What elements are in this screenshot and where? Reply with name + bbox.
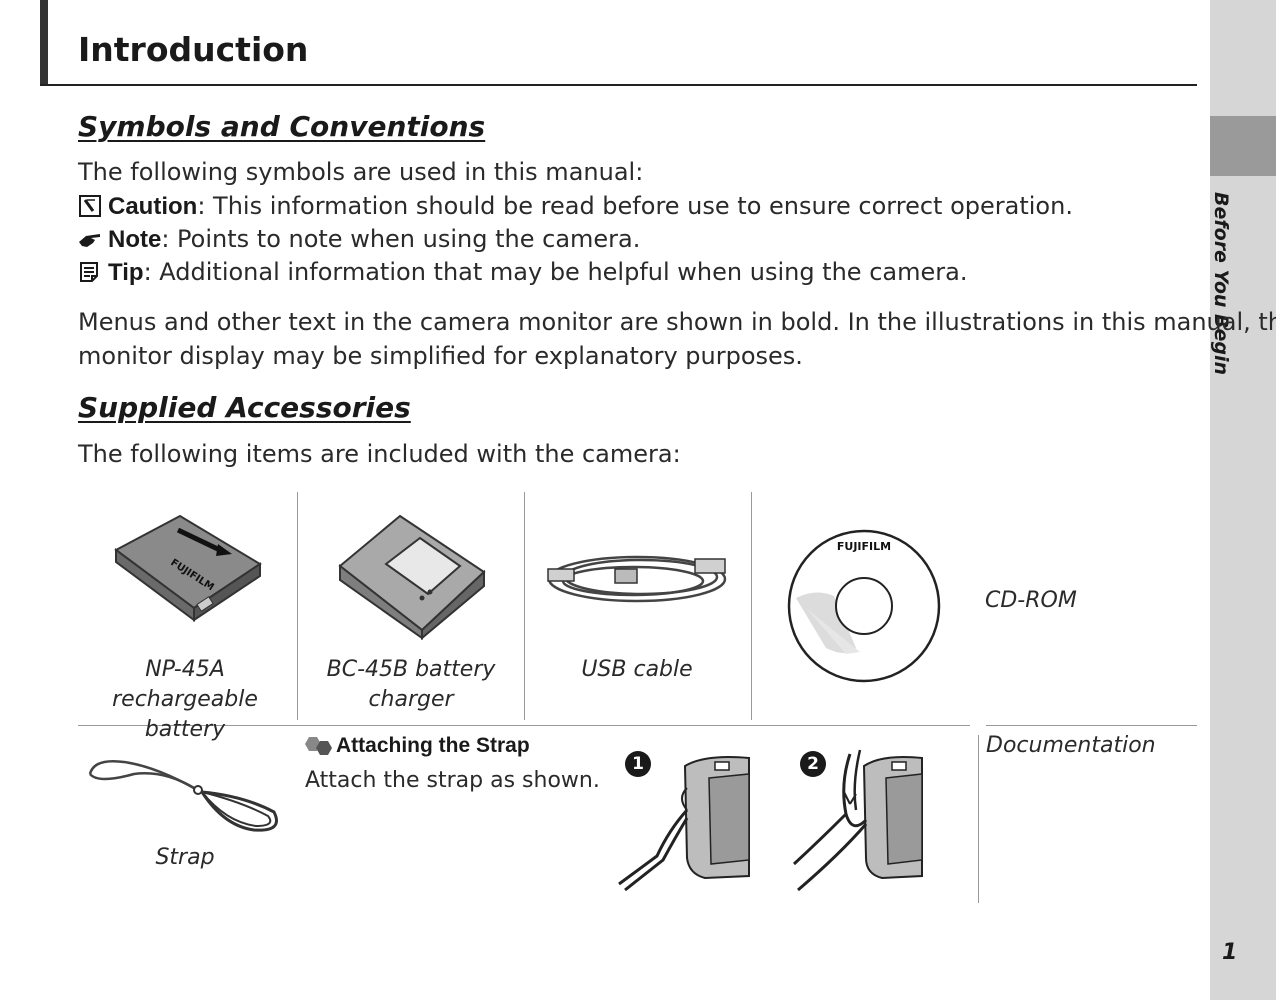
symbols-intro: The following symbols are used in this m… bbox=[78, 158, 644, 186]
strap-box-title: Attaching the Strap bbox=[336, 734, 530, 757]
side-tab-active-marker[interactable] bbox=[1210, 116, 1276, 176]
conventions-paragraph-line2: monitor display may be simplified for ex… bbox=[78, 342, 803, 370]
tip-term: Tip bbox=[108, 259, 144, 286]
note-text: : Points to note when using the camera. bbox=[161, 225, 641, 253]
grid-rule-right bbox=[986, 725, 1197, 726]
battery-illustration: FUJIFILM bbox=[114, 514, 262, 622]
camera-step1-illustration bbox=[618, 756, 750, 892]
page-number: 1 bbox=[1222, 940, 1238, 965]
caption-battery-line1: NP-45A rechargeable bbox=[112, 657, 258, 712]
accessories-intro: The following items are included with th… bbox=[78, 440, 681, 468]
caption-charger-line2: charger bbox=[368, 687, 454, 712]
tip-text: : Additional information that may be hel… bbox=[143, 258, 968, 286]
cd-brand: FUJIFILM bbox=[837, 540, 891, 553]
caution-term: Caution bbox=[108, 193, 198, 220]
caution-text: : This information should be read before… bbox=[197, 192, 1073, 220]
symbol-line-tip: Tip: Additional information that may be … bbox=[78, 257, 967, 288]
caption-charger-line1: BC-45B battery bbox=[326, 657, 496, 682]
caution-icon bbox=[79, 195, 101, 217]
accessories-heading: Supplied Accessories bbox=[78, 391, 411, 424]
note-hand-icon bbox=[79, 234, 100, 247]
grid-divider-1 bbox=[297, 492, 298, 720]
grid-divider-3 bbox=[751, 492, 752, 720]
header-rule bbox=[40, 84, 1197, 86]
tip-memo-icon bbox=[80, 262, 98, 282]
camera-step2-illustration bbox=[792, 749, 923, 892]
caption-strap: Strap bbox=[155, 845, 215, 870]
caption-documentation: Documentation bbox=[986, 733, 1156, 758]
hexagon-tip-icon bbox=[305, 737, 332, 755]
strap-illustration bbox=[88, 760, 278, 832]
caption-battery-line2: battery bbox=[144, 717, 226, 742]
side-tab-label: Before You Begin bbox=[1210, 192, 1232, 376]
note-term: Note bbox=[108, 226, 162, 253]
grid-divider-2 bbox=[524, 492, 525, 720]
caption-cd-rom: CD-ROM bbox=[985, 588, 1077, 613]
symbol-line-caution: Caution: This information should be read… bbox=[78, 191, 1073, 222]
step-badge-1: 1 bbox=[625, 751, 651, 777]
usb-cable-illustration bbox=[547, 555, 727, 603]
conventions-paragraph-line1: Menus and other text in the camera monit… bbox=[78, 308, 1276, 336]
cd-rom-illustration: FUJIFILM bbox=[787, 529, 941, 683]
caption-battery: NP-45A rechargeable battery bbox=[80, 655, 290, 745]
strap-box-text: Attach the strap as shown. bbox=[305, 768, 600, 793]
header-accent-bar bbox=[40, 0, 48, 86]
caption-charger: BC-45B battery charger bbox=[305, 655, 517, 715]
grid-rule-left bbox=[78, 725, 970, 726]
grid-divider-docs bbox=[978, 735, 979, 903]
symbols-heading: Symbols and Conventions bbox=[78, 110, 486, 143]
caption-usb-cable: USB cable bbox=[581, 657, 693, 682]
charger-illustration bbox=[338, 514, 486, 640]
symbol-line-note: Note: Points to note when using the came… bbox=[78, 224, 640, 255]
step-badge-2: 2 bbox=[800, 751, 826, 777]
page-title: Introduction bbox=[78, 30, 309, 69]
